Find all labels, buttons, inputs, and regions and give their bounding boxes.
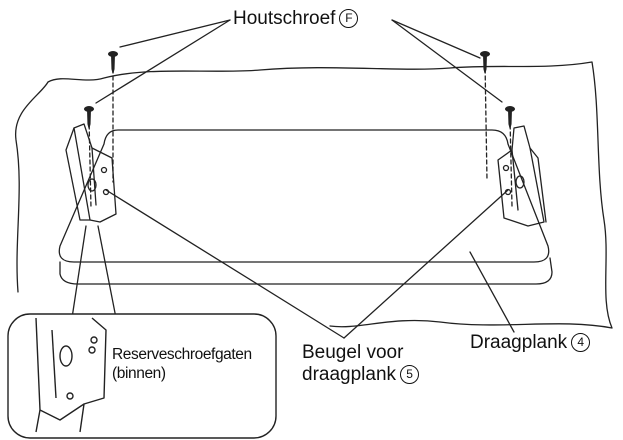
screw-axis-line	[88, 61, 513, 209]
wood-screw-icons	[83, 51, 516, 129]
part-marker-4: 4	[571, 333, 591, 352]
shelf-edge	[59, 257, 553, 285]
inset-callout-line	[71, 225, 117, 319]
leader-bracket-right	[343, 189, 509, 339]
label-shelf-text: Draagplank	[470, 332, 568, 353]
leader-bracket-left	[105, 189, 345, 339]
screw-icon	[107, 51, 119, 74]
part-marker-F: F	[339, 9, 359, 28]
label-spare-screw-holes-line1: Reserveschroefgaten	[112, 346, 252, 363]
leader-shelf	[469, 251, 515, 333]
label-spare-screw-holes-line2: (binnen)	[112, 364, 166, 382]
leader-screw-3	[391, 19, 481, 59]
leader-screw-1	[119, 19, 231, 48]
inset-frame	[7, 313, 277, 439]
screw-icon	[504, 106, 516, 129]
screw-icon	[479, 51, 491, 74]
screw-icon	[83, 106, 95, 129]
label-wood-screw-text: Houtschroef	[233, 8, 336, 29]
label-shelf-bracket-line1: Beugel voor	[302, 342, 404, 363]
label-shelf-bracket-line2: draagplank	[302, 363, 397, 385]
inset-detail	[7, 313, 277, 439]
leader-screw-4	[391, 19, 503, 103]
shelf-board	[58, 129, 550, 263]
leader-screw-2	[95, 19, 231, 104]
part-marker-5: 5	[400, 364, 420, 384]
label-spare-screw-holes: Reserveschroefgaten (binnen)	[112, 346, 252, 383]
right-bracket	[497, 125, 547, 227]
